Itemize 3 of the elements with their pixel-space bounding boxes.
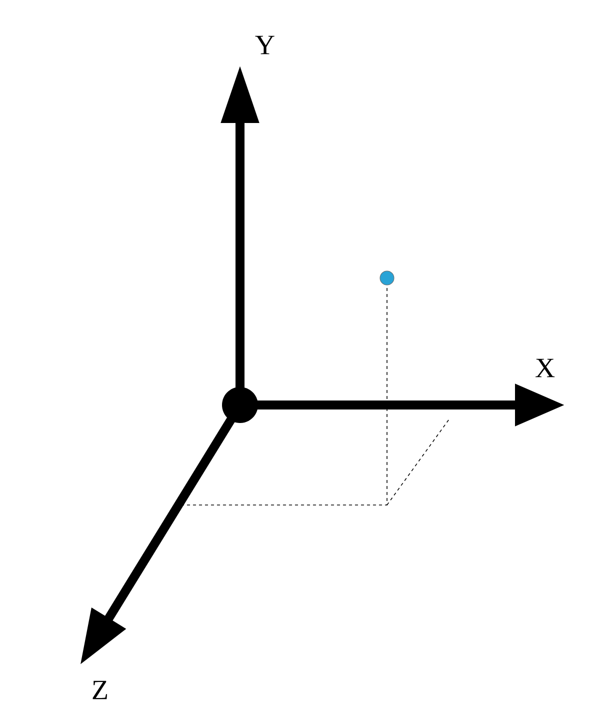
axis-label: X [536,358,555,378]
axis-label: Y [255,36,274,54]
axis-label: Z [92,680,108,700]
